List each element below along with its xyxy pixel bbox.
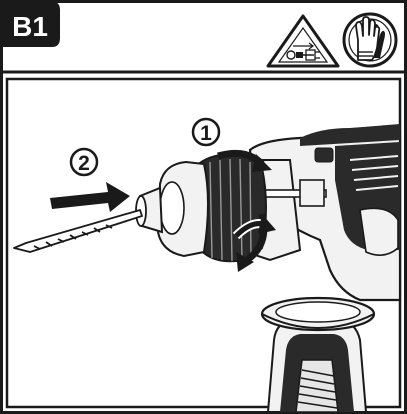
drill-chuck bbox=[135, 153, 267, 263]
figure-label: B1 bbox=[12, 11, 48, 42]
drill-bit bbox=[13, 209, 143, 253]
drill-body bbox=[197, 124, 402, 302]
figure-label-badge: B1 bbox=[1, 1, 60, 47]
wear-gloves-icon bbox=[342, 12, 398, 68]
insert-direction-arrow-icon bbox=[50, 182, 130, 212]
step-2-callout: 2 bbox=[69, 147, 99, 177]
drill-illustration: 1 2 bbox=[13, 117, 402, 413]
step-2-number: 2 bbox=[78, 152, 90, 175]
rotation-arrow-icon bbox=[217, 149, 276, 272]
drill-handle bbox=[260, 296, 376, 413]
step-1-callout: 1 bbox=[191, 117, 221, 147]
step-1-number: 1 bbox=[200, 122, 212, 145]
unplug-warning-triangle-icon bbox=[266, 14, 340, 68]
